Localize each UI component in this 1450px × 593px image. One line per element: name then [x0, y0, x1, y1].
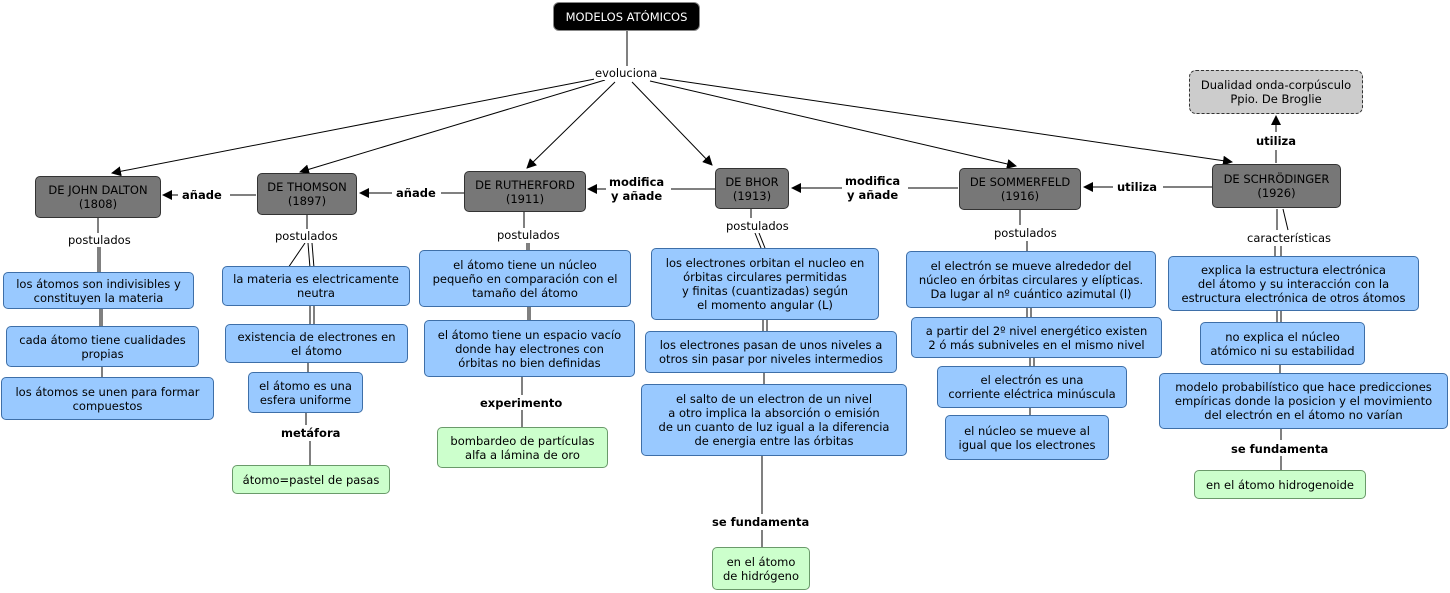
link-postulados-rutherford: postulados — [496, 228, 561, 242]
root-node[interactable]: MODELOS ATÓMICOS — [553, 2, 700, 31]
link-caracteristicas: características — [1246, 231, 1333, 245]
link-postulados-dalton: postulados — [67, 233, 132, 247]
rutherford-item-1[interactable]: el átomo tiene un núcleo pequeño en comp… — [419, 250, 631, 307]
bohr-fundamento[interactable]: en el átomo de hidrógeno — [712, 547, 810, 590]
link-se-fundamenta-bohr: se fundamenta — [711, 515, 811, 529]
schrodinger-item-3[interactable]: modelo probabilístico que hace prediccio… — [1159, 373, 1448, 429]
sommerfeld-item-2[interactable]: a partir del 2º nivel energético existen… — [911, 317, 1162, 358]
schrodinger-fundamento[interactable]: en el átomo hidrogenoide — [1194, 470, 1366, 499]
sommerfeld-item-3[interactable]: el electrón es una corriente eléctrica m… — [937, 366, 1127, 408]
dualidad-onda-corpusculo[interactable]: Dualidad onda-corpúsculo Ppio. De Brogli… — [1189, 70, 1363, 114]
link-modifica-sommerfeld-bohr: modifica y añade — [844, 174, 902, 202]
bohr-item-1[interactable]: los electrones orbitan el nucleo en órbi… — [651, 248, 879, 320]
bohr-item-3[interactable]: el salto de un electron de un nivel a ot… — [641, 384, 907, 456]
link-experimento: experimento — [479, 396, 564, 410]
model-dalton[interactable]: DE JOHN DALTON (1808) — [35, 176, 161, 218]
sommerfeld-item-1[interactable]: el electrón se mueve alrededor del núcle… — [906, 251, 1156, 308]
schrodinger-item-2[interactable]: no explica el núcleo atómico ni su estab… — [1200, 322, 1365, 365]
bohr-item-2[interactable]: los electrones pasan de unos niveles a o… — [645, 331, 897, 373]
link-metafora: metáfora — [280, 426, 342, 440]
link-postulados-sommerfeld: postulados — [993, 226, 1058, 240]
thomson-item-1[interactable]: la materia es electricamente neutra — [222, 266, 410, 306]
dalton-item-1[interactable]: los átomos son indivisibles y constituye… — [3, 272, 194, 309]
root-title: MODELOS ATÓMICOS — [565, 9, 688, 24]
model-rutherford[interactable]: DE RUTHERFORD (1911) — [464, 171, 586, 212]
model-sommerfeld[interactable]: DE SOMMERFELD (1916) — [959, 168, 1081, 210]
link-modifica-bohr-rutherford: modifica y añade — [608, 175, 666, 203]
link-anade-thomson-dalton: añade — [181, 188, 223, 202]
thomson-item-3[interactable]: el átomo es una esfera uniforme — [248, 372, 363, 413]
link-postulados-bohr: postulados — [725, 219, 790, 233]
link-anade-rutherford-thomson: añade — [395, 186, 437, 200]
model-schrodinger[interactable]: DE SCHRÖDINGER (1926) — [1212, 164, 1341, 208]
link-utiliza-schrodinger-sommerfeld: utiliza — [1116, 180, 1158, 194]
thomson-item-2[interactable]: existencia de electrones en el átomo — [225, 324, 408, 363]
thomson-metafora[interactable]: átomo=pastel de pasas — [232, 465, 390, 494]
link-postulados-thomson: postulados — [274, 229, 339, 243]
link-se-fundamenta-schrodinger: se fundamenta — [1230, 442, 1330, 456]
rutherford-experimento[interactable]: bombardeo de partículas alfa a lámina de… — [437, 427, 608, 468]
link-evoluciona: evoluciona — [594, 66, 659, 80]
dalton-item-2[interactable]: cada átomo tiene cualidades propias — [6, 326, 199, 367]
sommerfeld-item-4[interactable]: el núcleo se mueve al igual que los elec… — [945, 415, 1109, 460]
rutherford-item-2[interactable]: el átomo tiene un espacio vacío donde ha… — [424, 320, 635, 377]
link-utiliza-dualidad: utiliza — [1255, 134, 1297, 148]
model-thomson[interactable]: DE THOMSON (1897) — [257, 173, 357, 215]
dalton-item-3[interactable]: los átomos se unen para formar compuesto… — [1, 377, 214, 420]
model-bohr[interactable]: DE BHOR (1913) — [715, 168, 789, 209]
schrodinger-item-1[interactable]: explica la estructura electrónica del át… — [1168, 256, 1419, 311]
